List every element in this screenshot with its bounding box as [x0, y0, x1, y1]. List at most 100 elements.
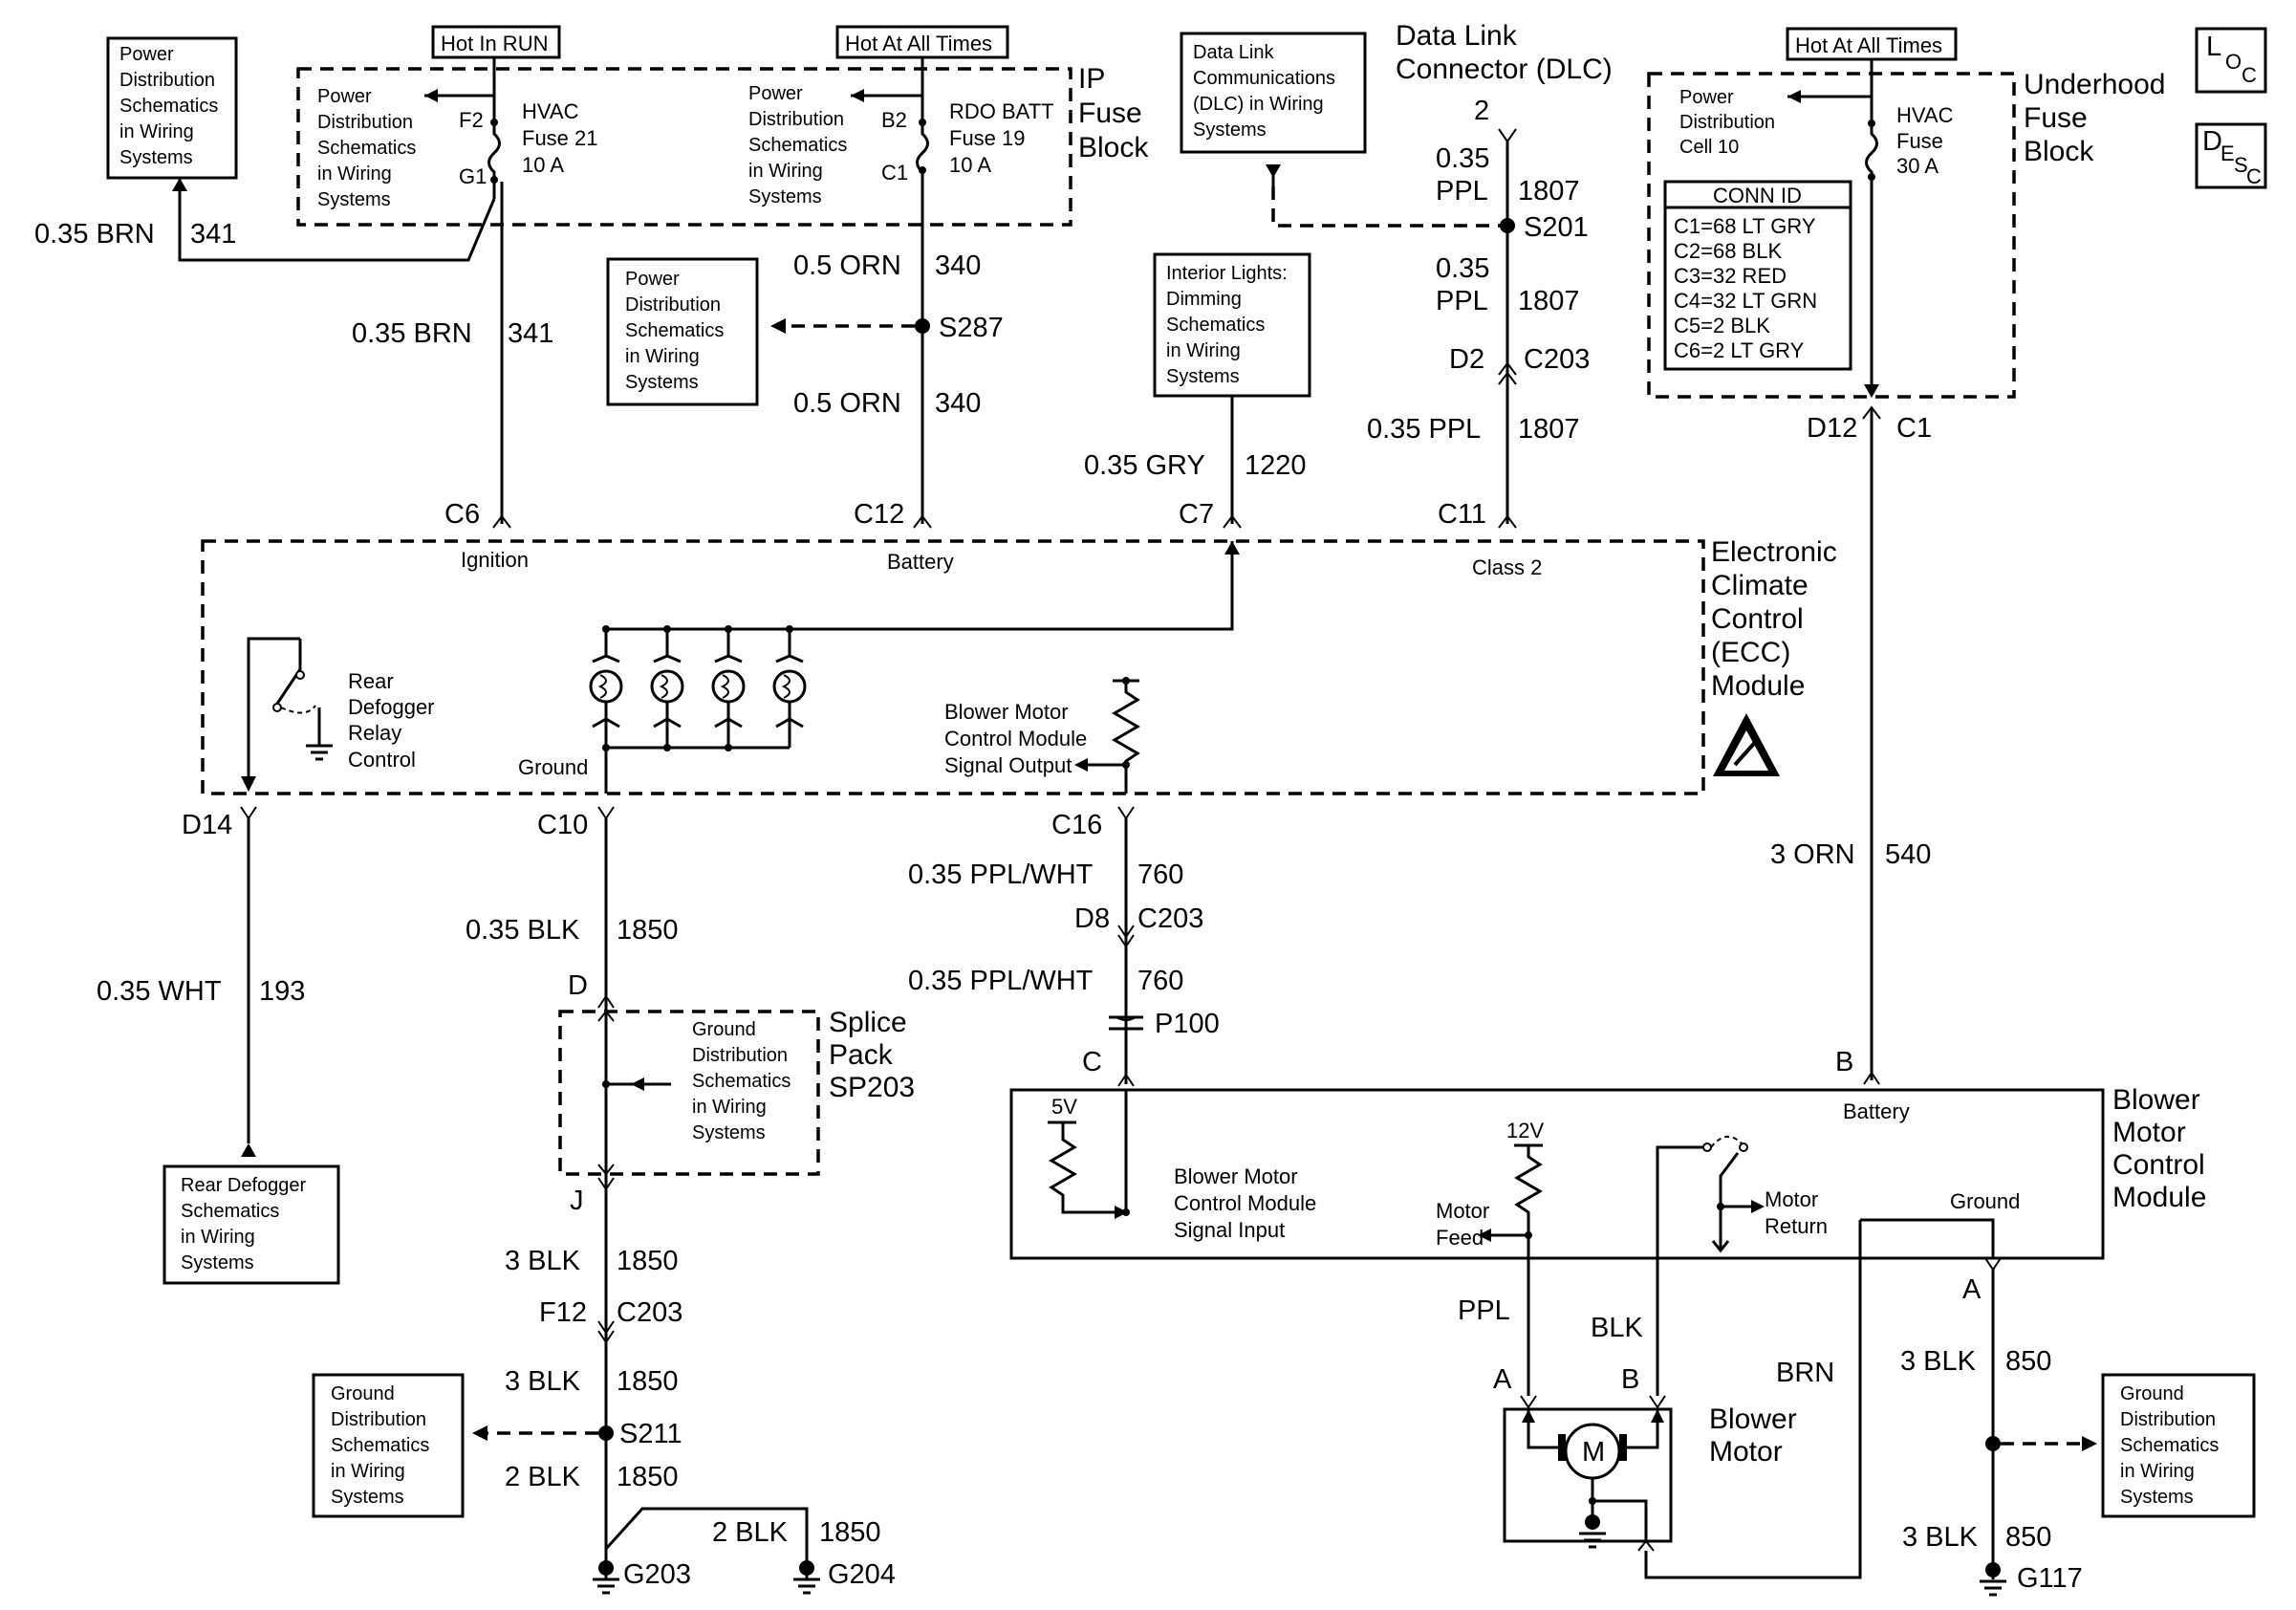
blower-motor: Blower Motor M	[1503, 1403, 1797, 1549]
ref-note-top-left[interactable]: Power Distribution Schematics in Wiring …	[106, 36, 238, 180]
svg-text:Schematics: Schematics	[748, 135, 847, 156]
svg-text:Schematics: Schematics	[331, 1435, 429, 1456]
svg-text:10 A: 10 A	[949, 153, 991, 177]
svg-text:C: C	[2246, 164, 2262, 188]
svg-text:M: M	[1582, 1437, 1605, 1468]
blower-motor-control-module: Blower Motor Control Module Battery 5V B…	[1009, 1084, 2206, 1579]
svg-text:Fuse: Fuse	[1896, 129, 1943, 153]
hot-at-all-times-label	[835, 25, 1009, 59]
circuit-label: 341	[190, 219, 236, 250]
svg-text:Ignition: Ignition	[461, 548, 529, 572]
dlc-ref-note[interactable]: Data Link Communications (DLC) in Wiring…	[1180, 32, 1367, 154]
wire-label: 3 BLK	[505, 1366, 581, 1397]
ref-note-ground-right[interactable]: Ground Distribution Schematics in Wiring…	[2101, 1373, 2256, 1518]
svg-text:Motor: Motor	[1709, 1436, 1783, 1468]
svg-text:B2: B2	[881, 108, 907, 132]
svg-text:Systems: Systems	[119, 147, 193, 168]
wire-label: 2 BLK	[712, 1517, 789, 1548]
svg-text:Signal Input: Signal Input	[1174, 1218, 1285, 1242]
desc-box[interactable]: D E S C	[2195, 122, 2267, 189]
ref-note-rear-defogger[interactable]: Rear Defogger Schematics in Wiring Syste…	[162, 1164, 340, 1285]
svg-text:2: 2	[1474, 96, 1489, 126]
svg-text:Systems: Systems	[181, 1252, 254, 1273]
svg-text:Distribution: Distribution	[119, 70, 215, 91]
svg-text:0.35: 0.35	[1436, 143, 1489, 174]
circuit-label: 341	[508, 318, 553, 349]
svg-text:Interior Lights:: Interior Lights:	[1166, 263, 1288, 284]
svg-text:Communications: Communications	[1193, 68, 1335, 89]
circuit-label: 540	[1885, 839, 1931, 870]
svg-text:in Wiring: in Wiring	[748, 161, 823, 182]
svg-text:Power: Power	[625, 269, 680, 290]
svg-text:Systems: Systems	[625, 372, 699, 393]
wire-label: 3 ORN	[1770, 839, 1855, 870]
svg-text:Ground: Ground	[518, 755, 588, 779]
ref-note-s287[interactable]: Power Distribution Schematics in Wiring …	[606, 257, 759, 406]
svg-text:Systems: Systems	[748, 186, 822, 207]
svg-text:Systems: Systems	[317, 189, 391, 210]
svg-text:C11: C11	[1438, 499, 1486, 530]
underhood-fuse-block: Underhood Fuse Block Hot At All Times Po…	[1647, 27, 2165, 399]
circuit-label: 1220	[1245, 450, 1307, 481]
svg-text:D: D	[568, 970, 588, 1001]
splice-s201	[1500, 218, 1515, 233]
svg-text:Systems: Systems	[1193, 120, 1267, 141]
circuit-label: 850	[2005, 1522, 2051, 1553]
svg-text:Motor: Motor	[2112, 1117, 2186, 1148]
svg-text:in Wiring: in Wiring	[181, 1227, 255, 1248]
svg-text:Hot At All Times: Hot At All Times	[1795, 33, 1942, 57]
ecc-top-connectors: C6 C12 C7 C11	[444, 499, 1517, 530]
svg-text:in Wiring: in Wiring	[692, 1097, 767, 1118]
svg-text:G203: G203	[623, 1559, 691, 1590]
svg-text:J: J	[570, 1186, 584, 1216]
svg-text:E: E	[2220, 141, 2235, 165]
svg-text:Distribution: Distribution	[748, 109, 844, 130]
svg-text:in Wiring: in Wiring	[331, 1461, 405, 1482]
ip-fuse-block: IP Fuse Block Hot In RUN Hot At All Time…	[296, 25, 1149, 227]
svg-text:Schematics: Schematics	[692, 1071, 791, 1092]
wire-label: BLK	[1591, 1313, 1643, 1343]
svg-text:Rear: Rear	[348, 669, 394, 693]
svg-text:in Wiring: in Wiring	[2120, 1461, 2195, 1482]
svg-text:Hot At All Times: Hot At All Times	[845, 32, 992, 55]
svg-text:C203: C203	[1524, 344, 1590, 375]
svg-text:Schematics: Schematics	[625, 320, 724, 341]
svg-text:Block: Block	[1078, 132, 1149, 163]
svg-text:Schematics: Schematics	[181, 1201, 279, 1222]
svg-text:C203: C203	[617, 1297, 682, 1328]
svg-text:Pack: Pack	[829, 1039, 894, 1071]
svg-text:D2: D2	[1449, 344, 1484, 375]
wire-label: 0.35 GRY	[1084, 450, 1205, 481]
svg-text:Systems: Systems	[2120, 1487, 2194, 1508]
svg-text:Data Link: Data Link	[1193, 42, 1274, 63]
svg-text:L: L	[2206, 32, 2221, 62]
svg-text:Control: Control	[348, 748, 416, 772]
svg-text:Distribution: Distribution	[692, 1045, 788, 1066]
ref-note-interior-lights[interactable]: Interior Lights: Dimming Schematics in W…	[1153, 252, 1311, 398]
svg-text:Control: Control	[1711, 603, 1804, 635]
svg-text:Power: Power	[1679, 87, 1734, 108]
svg-text:Distribution: Distribution	[625, 294, 721, 315]
svg-text:Relay: Relay	[348, 721, 401, 745]
wire-label: BRN	[1776, 1358, 1834, 1388]
loc-box[interactable]: L O C	[2195, 27, 2267, 94]
ref-note-ground-left[interactable]: Ground Distribution Schematics in Wiring…	[312, 1373, 465, 1518]
svg-text:Fuse: Fuse	[2024, 102, 2088, 134]
svg-text:Defogger: Defogger	[348, 695, 435, 719]
ground-g203: G203	[593, 1559, 691, 1595]
svg-text:Block: Block	[2024, 136, 2094, 167]
circuit-label: 850	[2005, 1346, 2051, 1377]
svg-text:SP203: SP203	[829, 1072, 915, 1103]
wire-label: 3 BLK	[505, 1246, 581, 1276]
svg-text:Schematics: Schematics	[317, 138, 416, 159]
svg-text:Motor: Motor	[1436, 1199, 1489, 1223]
svg-text:Systems: Systems	[331, 1487, 404, 1508]
svg-text:C4=32 LT GRN: C4=32 LT GRN	[1674, 289, 1817, 313]
svg-text:Fuse: Fuse	[1078, 98, 1142, 129]
ecc-module: Electronic Climate Control (ECC) Module …	[201, 536, 1837, 795]
ground-g204: G204	[793, 1559, 896, 1595]
svg-text:C5=2 BLK: C5=2 BLK	[1674, 314, 1770, 337]
svg-text:Fuse 21: Fuse 21	[522, 126, 598, 150]
svg-text:Module: Module	[2112, 1182, 2206, 1213]
circuit-label: 1850	[617, 1366, 679, 1397]
